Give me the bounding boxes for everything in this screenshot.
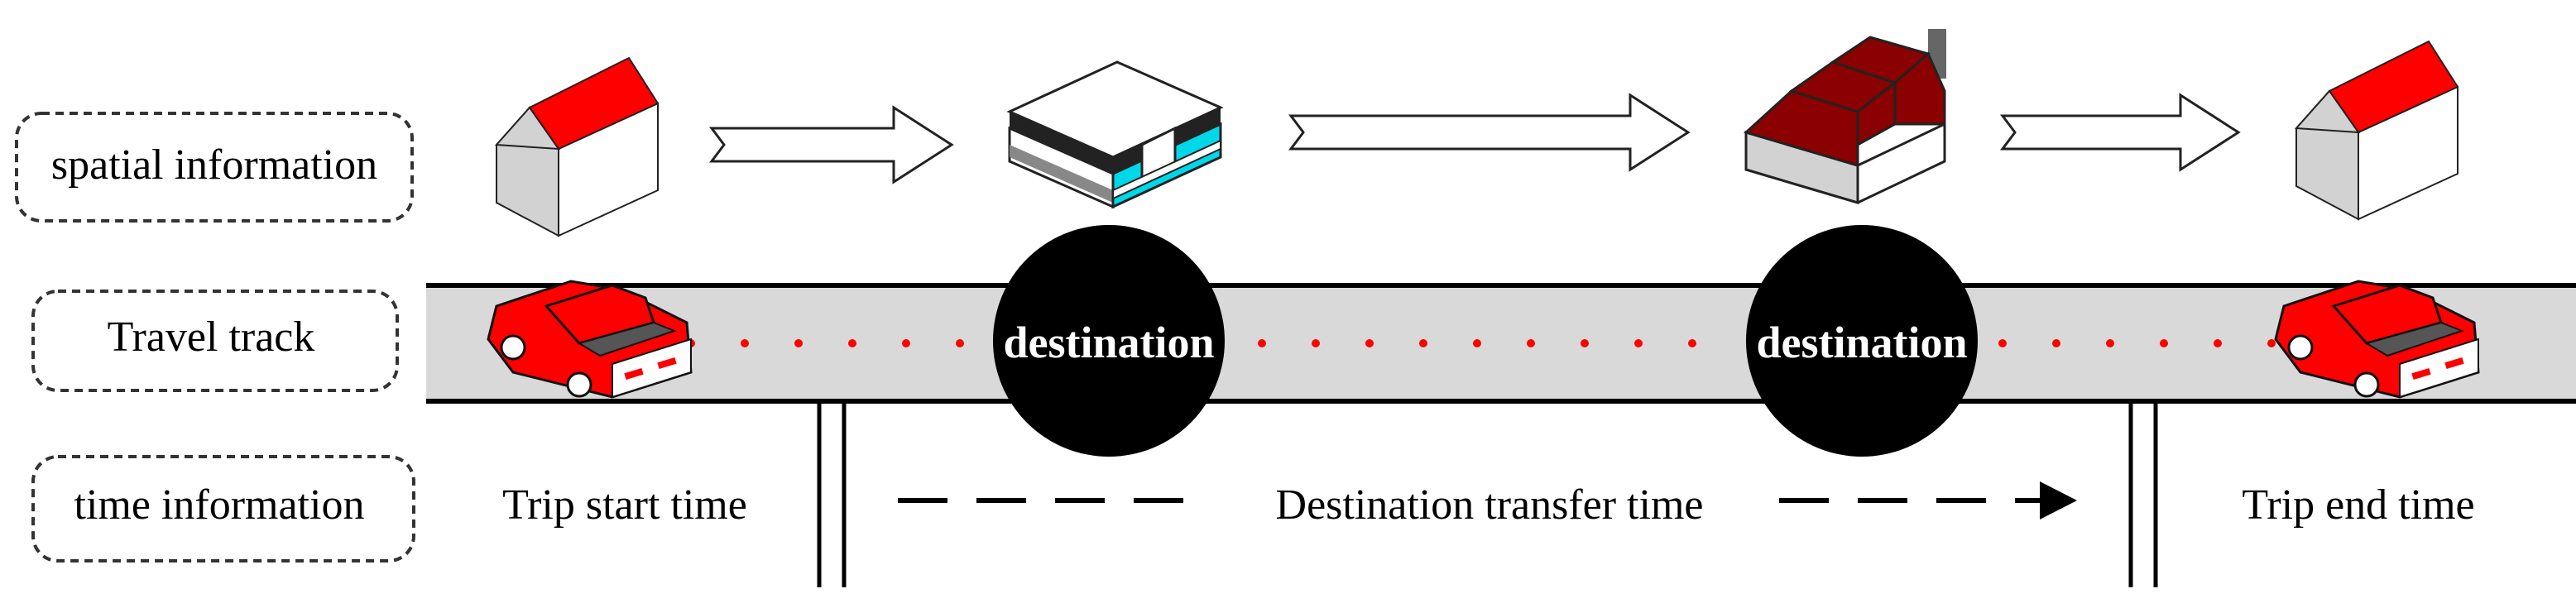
house-icon	[496, 57, 659, 237]
row-label-spatial: spatial information	[15, 112, 414, 223]
spatial-arrow-3	[2000, 93, 2241, 172]
row-label-track-text: Travel track	[108, 314, 315, 361]
destination-label-1: destination	[1003, 318, 1214, 367]
time-boundary-start	[817, 401, 847, 587]
destination-transfer-time-label: Destination transfer time	[1276, 481, 1704, 529]
house-icon	[2295, 41, 2458, 220]
destination-node-2: destination	[1746, 225, 1978, 457]
spatial-arrow-2	[1288, 93, 1691, 172]
trip-start-time-label: Trip start time	[502, 481, 747, 529]
trip-end-time-label: Trip end time	[2242, 481, 2474, 529]
transfer-dashed-arrow	[898, 481, 2077, 519]
row-label-time: time information	[31, 455, 415, 563]
destination-node-1: destination	[993, 225, 1225, 457]
spatial-arrow-1	[709, 105, 954, 184]
store-icon	[1006, 60, 1224, 209]
destination-label-2: destination	[1756, 318, 1967, 367]
time-boundary-end	[2128, 401, 2158, 587]
row-label-track: Travel track	[31, 290, 399, 392]
row-label-time-text: time information	[74, 481, 365, 529]
row-label-spatial-text: spatial information	[51, 141, 377, 189]
factory-icon	[1744, 29, 1946, 205]
